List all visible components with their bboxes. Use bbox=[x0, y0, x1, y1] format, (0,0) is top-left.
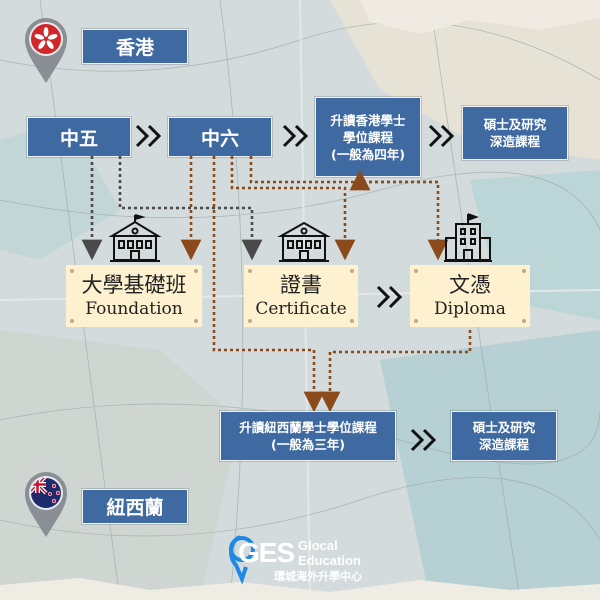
ges-logo-mark-icon bbox=[229, 535, 255, 585]
diploma-english-label: Diploma bbox=[434, 299, 506, 319]
diploma-chinese-label: 文憑 bbox=[449, 273, 491, 297]
foundation-box: 大學基礎班 Foundation bbox=[66, 265, 202, 327]
corner-dot bbox=[414, 269, 418, 273]
logo-mark-text: GES bbox=[238, 537, 295, 568]
corner-dot bbox=[70, 269, 74, 273]
chevron-certificate-to-diploma-icon bbox=[376, 285, 403, 309]
hk-postgrad-line-2: 深造課程 bbox=[489, 134, 540, 149]
corner-dot bbox=[248, 319, 252, 323]
corner-dot bbox=[522, 269, 526, 273]
corner-dot bbox=[414, 319, 418, 323]
nz-postgrad-line-2: 深造課程 bbox=[478, 437, 529, 452]
corner-dot bbox=[194, 269, 198, 273]
certificate-chinese-label: 證書 bbox=[280, 273, 322, 297]
nz-degree-line-1: 升讀紐西蘭學士學位課程 bbox=[239, 420, 377, 435]
chevron-form5-to-form6-icon bbox=[135, 124, 162, 148]
university-building-icon-diploma bbox=[444, 213, 492, 262]
corner-dot bbox=[194, 319, 198, 323]
corner-dot bbox=[522, 319, 526, 323]
corner-dot bbox=[248, 269, 252, 273]
form-6-box: 中六 bbox=[168, 117, 272, 157]
logo-line-2: Education bbox=[298, 553, 361, 568]
corner-dot bbox=[350, 319, 354, 323]
new-zealand-label: 紐西蘭 bbox=[82, 489, 188, 524]
corner-dot bbox=[350, 269, 354, 273]
nz-postgraduate-box: 碩士及研究 深造課程 bbox=[451, 411, 557, 461]
form-5-box: 中五 bbox=[27, 117, 131, 157]
nz-degree-line-2: (一般為三年) bbox=[271, 437, 345, 452]
hk-postgrad-line-1: 碩士及研究 bbox=[483, 117, 547, 132]
university-building-icon-certificate bbox=[277, 221, 331, 262]
new-zealand-pin-icon bbox=[25, 472, 67, 537]
foundation-chinese-label: 大學基礎班 bbox=[81, 273, 187, 297]
chevron-hk-degree-to-postgrad-icon bbox=[428, 124, 455, 148]
nz-bachelor-degree-box: 升讀紐西蘭學士學位課程 (一般為三年) bbox=[220, 411, 396, 461]
logo-line-3: 環城海外升學中心 bbox=[274, 570, 362, 583]
hk-degree-line-2: 學位課程 bbox=[342, 129, 393, 145]
foundation-english-label: Foundation bbox=[85, 299, 183, 319]
hong-kong-label: 香港 bbox=[82, 29, 188, 64]
chevron-form6-to-hk-degree-icon bbox=[282, 124, 309, 148]
hk-postgraduate-box: 碩士及研究 深造課程 bbox=[462, 106, 568, 160]
nz-postgrad-line-1: 碩士及研究 bbox=[472, 420, 536, 435]
corner-dot bbox=[70, 319, 74, 323]
logo-line-1: Glocal bbox=[298, 538, 338, 553]
university-building-icon-foundation bbox=[108, 214, 162, 262]
certificate-box: 證書 Certificate bbox=[244, 265, 358, 327]
hong-kong-pin-icon bbox=[25, 18, 67, 83]
diploma-box: 文憑 Diploma bbox=[410, 265, 530, 327]
certificate-english-label: Certificate bbox=[255, 299, 347, 319]
hk-degree-line-3: (一般為四年) bbox=[331, 146, 405, 162]
chevron-nz-degree-to-postgrad-icon bbox=[410, 428, 437, 452]
hk-degree-line-1: 升讀香港學士 bbox=[330, 112, 406, 128]
